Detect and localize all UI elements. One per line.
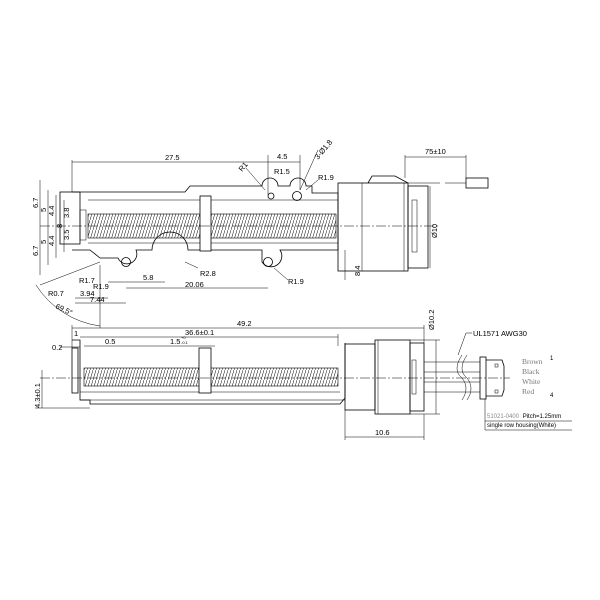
side-carriage-nut [198, 347, 212, 394]
carriage-nut [199, 195, 212, 252]
connector-part-number: 51021-0400 [487, 414, 520, 420]
dim-10-6: 10.6 [375, 428, 390, 437]
dim-1-5: 1.5 [170, 337, 180, 346]
dim-5-top: 5 [39, 208, 48, 212]
dim-27-5: 27.5 [165, 153, 180, 162]
dim-r1-9-top: R1.9 [318, 173, 334, 182]
dim-36-6: 36.6±0.1 [185, 328, 214, 337]
dim-1: 1 [74, 329, 78, 338]
dim-49-2: 49.2 [237, 319, 252, 328]
dim-8-4: 8.4 [353, 266, 362, 276]
connector-spec-line2: single row housing(White) [487, 423, 556, 429]
dim-5-bot: 5 [39, 240, 48, 244]
dim-1-5-tol-minus: -0.1 [181, 340, 189, 345]
dim-75: 75±10 [425, 147, 446, 156]
dim-4-4-bot: 4.4 [47, 236, 56, 246]
top-view: 27.5 4.5 R1.5 3-Ø1.8 R1 R1.9 75±10 6.7 5… [31, 138, 489, 328]
dim-3-5: 3.5 [62, 230, 71, 240]
dim-angle: 69.5° [54, 302, 74, 318]
dim-r1-7: R1.7 [79, 276, 95, 285]
side-frame-outline [72, 339, 346, 405]
dim-5-8: 5.8 [143, 273, 153, 282]
dim-r2-8: R2.8 [200, 269, 216, 278]
side-view: 49.2 36.6±0.1 1 0.2 0.5 1.5 +0 -0.1 4.3±… [33, 310, 572, 440]
dim-20-06: 20.06 [185, 280, 204, 289]
dim-8: 8 [55, 224, 64, 228]
dim-6-7-bot: 6.7 [31, 246, 40, 256]
connector-pitch: Pitch=1.25mm [523, 414, 562, 420]
dim-0-2: 0.2 [52, 343, 62, 352]
wire-label-white: White [522, 377, 541, 386]
side-motor-body [344, 343, 376, 411]
dim-3-8: 3.8 [62, 208, 71, 218]
dim-r0-7: R0.7 [48, 289, 64, 298]
dim-r1-9-left: R1.9 [93, 282, 109, 291]
wire-label-red: Red [522, 387, 534, 396]
dim-4-3: 4.3±0.1 [33, 383, 42, 408]
dim-r1-5: R1.5 [274, 167, 290, 176]
dim-dia10-2: Ø10.2 [427, 310, 436, 330]
pin-4-label: 4 [550, 393, 554, 399]
dim-4-5: 4.5 [277, 152, 287, 161]
cable-spec: UL1571 AWG30 [473, 329, 527, 338]
connector-spec-line1: 51021-0400 Pitch=1.25mm [487, 414, 561, 420]
wire-label-black: Black [522, 367, 540, 376]
dim-6-7-top: 6.7 [31, 198, 40, 208]
dim-hole-dia: 3-Ø1.8 [313, 138, 335, 161]
pin-1-label: 1 [550, 356, 554, 362]
mount-hole [263, 257, 273, 267]
dim-7-44: 7.44 [90, 295, 105, 304]
connector-top [465, 177, 489, 189]
dim-3-94: 3.94 [80, 289, 95, 298]
dim-dia10: Ø10 [430, 224, 439, 238]
mount-hole [292, 191, 302, 201]
side-end-plate [71, 347, 79, 394]
motor-body [337, 182, 409, 272]
mount-hole [267, 192, 275, 200]
dim-4-4-top: 4.4 [47, 206, 56, 216]
dim-1-5-tol-plus: +0 [181, 335, 186, 340]
dim-r1-9-right: R1.9 [288, 277, 304, 286]
top-frame-outline [72, 177, 339, 268]
wire-bundle [424, 354, 480, 401]
dim-0-5: 0.5 [105, 337, 115, 346]
wire-label-brown: Brown [522, 357, 543, 366]
mount-hole [121, 257, 131, 267]
